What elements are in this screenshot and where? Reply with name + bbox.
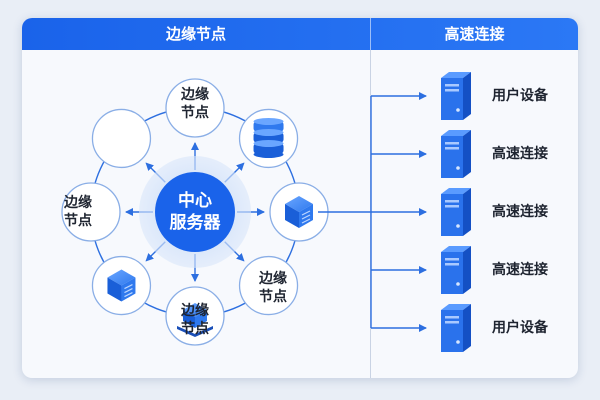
edge-node <box>238 255 299 316</box>
edge-node-line2: 节点 <box>259 289 287 305</box>
server-box-icon <box>285 196 313 228</box>
edge-node-line1: 边缘 <box>181 303 209 319</box>
device-label: 高速连接 <box>492 146 548 162</box>
device-label: 高速连接 <box>492 262 548 278</box>
server-tower-icon <box>441 188 471 236</box>
edge-node-line1: 边缘 <box>259 271 287 287</box>
device-node <box>269 182 329 242</box>
edge-node-label-left: 边缘 节点 <box>46 194 110 230</box>
header-title-edge-nodes: 边缘节点 <box>165 25 226 43</box>
laptop-cube-icon <box>177 303 213 337</box>
server-tower-icon <box>441 72 471 120</box>
edge-node-line1: 边缘 <box>181 87 209 103</box>
edge-node-line2: 节点 <box>181 105 209 121</box>
center-label-line2: 服务器 <box>169 213 221 233</box>
server-tower-icon <box>441 246 471 294</box>
center-server-node <box>155 172 235 252</box>
center-server-label: 中心 服务器 <box>150 190 240 234</box>
ring-nodes <box>61 78 329 346</box>
device-label: 用户设备 <box>492 88 548 104</box>
header-bar: 边缘节点 高速连接 <box>22 18 578 50</box>
edge-node-label-bottom: 边缘 节点 <box>163 302 227 338</box>
header-title-high-speed: 高速连接 <box>444 25 505 43</box>
device-node <box>165 286 225 346</box>
edge-node-label-top: 边缘 节点 <box>163 86 227 122</box>
device-label: 高速连接 <box>492 204 548 220</box>
device-icons <box>441 72 471 352</box>
edge-node-line2: 节点 <box>181 321 209 337</box>
edge-node <box>91 108 152 169</box>
center-label-line1: 中心 <box>178 191 212 211</box>
edge-node <box>165 78 225 138</box>
edge-node-line1: 边缘 <box>64 195 92 211</box>
server-tower-icon <box>441 304 471 352</box>
server-tower-icon <box>441 130 471 178</box>
header-divider <box>370 18 371 50</box>
edge-node-line2: 节点 <box>64 213 92 229</box>
device-label: 用户设备 <box>492 320 548 336</box>
edge-node <box>61 182 121 242</box>
server-box-icon <box>107 269 136 302</box>
edge-node-label-bottom-right: 边缘 节点 <box>241 270 305 306</box>
device-node <box>238 108 299 169</box>
connection-lines <box>318 92 427 332</box>
device-node <box>91 255 152 316</box>
database-icon <box>253 117 284 158</box>
